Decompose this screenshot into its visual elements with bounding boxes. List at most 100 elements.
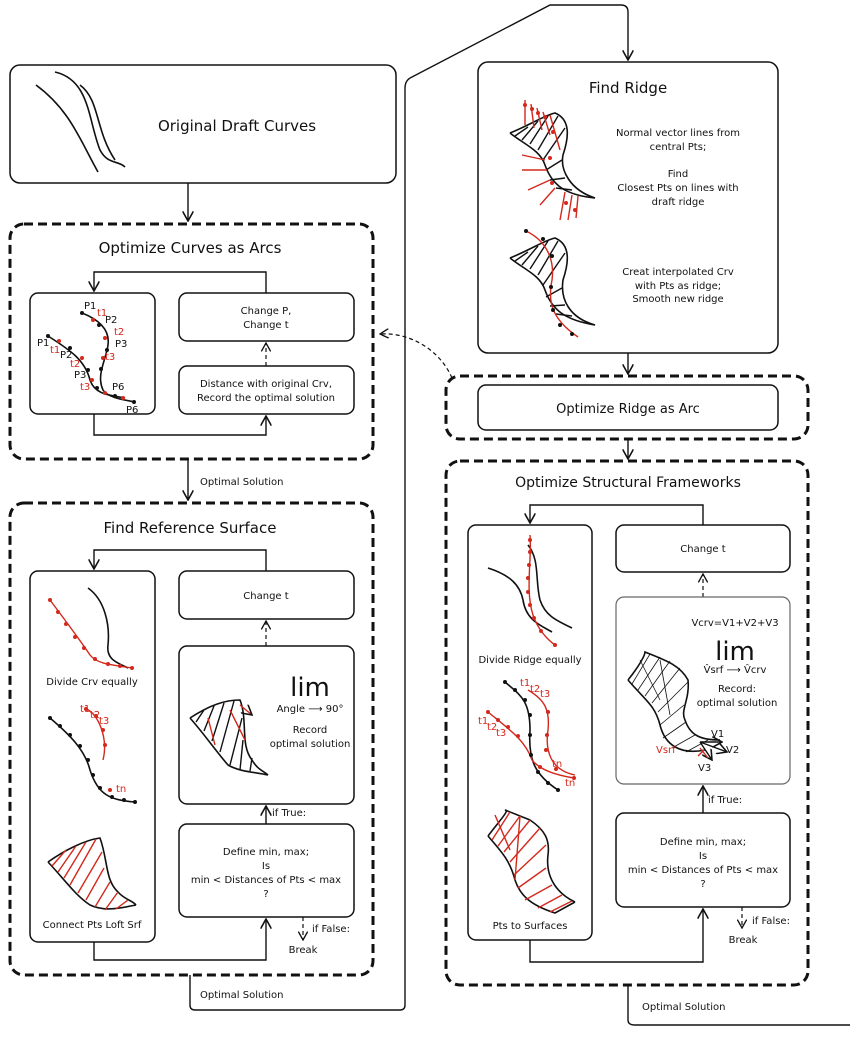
box-text: Change t — [680, 544, 725, 555]
box-text: min < Distances of Pts < max — [628, 865, 778, 876]
loop-arrow — [94, 271, 267, 293]
connector-arrow — [189, 4, 628, 1011]
v3-vector — [699, 741, 712, 760]
draft-curve — [79, 84, 116, 161]
draft-curve — [35, 84, 99, 173]
define-min-max-box — [615, 812, 791, 908]
loop-arrow — [530, 504, 704, 525]
ridge-text: draft ridge — [652, 197, 705, 208]
vcrv-formula: Vcrv=V1+V2+V3 — [691, 618, 778, 629]
reference-title: Find Reference Surface — [104, 519, 277, 537]
if-false-label: if False: — [752, 916, 790, 927]
ridge-text: with Pts as ridge; — [635, 281, 721, 292]
distance-box — [178, 365, 355, 415]
t-label: tn — [552, 759, 562, 770]
box-text: Record the optimal solution — [197, 393, 335, 404]
angle-limit-box — [178, 645, 355, 805]
t-label: t2 — [114, 327, 124, 338]
t-label: tn — [116, 784, 126, 795]
divide-crv-label: Divide Crv equally — [46, 677, 138, 688]
lim-condition: Angle ⟶ 90° — [277, 704, 344, 715]
arcs-title: Optimize Curves as Arcs — [99, 239, 282, 257]
t-label: t2 — [487, 722, 497, 733]
t-label: t1 — [80, 704, 90, 715]
output-line — [627, 985, 850, 1026]
t-label: t3 — [496, 728, 506, 739]
ridge-text: Smooth new ridge — [632, 294, 723, 305]
t-label: t1 — [478, 716, 488, 727]
ridge-title: Find Ridge — [589, 79, 667, 97]
point-label: P6 — [112, 382, 124, 393]
t-label: t1 — [50, 345, 60, 356]
frameworks-title: Optimize Structural Frameworks — [515, 475, 741, 491]
find-reference-surface-section: Find Reference Surface Divide Crv equall… — [8, 501, 375, 977]
box-text: min < Distances of Pts < max — [191, 875, 341, 886]
ridge-text: Find — [668, 169, 689, 180]
loop-arrow — [93, 919, 266, 961]
surface-lines — [491, 811, 573, 913]
vsrf-vector — [697, 747, 709, 759]
loop-arrow — [94, 549, 267, 571]
optimal-solution-label: Optimal Solution — [200, 990, 283, 1001]
vector-label: V3 — [698, 763, 711, 774]
point-label: P6 — [126, 405, 138, 416]
if-true-label: if True: — [272, 808, 306, 819]
v2-vector — [699, 741, 727, 752]
break-label: Break — [289, 945, 318, 956]
loop-arrow — [529, 909, 703, 963]
reference-steps-panel — [29, 570, 156, 943]
box-text: Record: — [718, 684, 756, 695]
structural-frameworks-section: Optimize Structural Frameworks Divide Ri… — [444, 459, 810, 987]
t-label: t3 — [99, 716, 109, 727]
box-text: Define min, max; — [660, 837, 746, 848]
vector-label: V2 — [726, 745, 739, 756]
change-t-box — [615, 524, 791, 573]
break-label: Break — [729, 935, 758, 946]
box-text: Define min, max; — [223, 847, 309, 858]
box-text: Record — [293, 725, 328, 736]
box-text: Is — [699, 851, 707, 862]
loft-lines — [51, 838, 129, 911]
original-draft-curves-box: Original Draft Curves — [9, 64, 397, 184]
vsrf-label: Vsrf — [656, 745, 676, 756]
lim-symbol: lim — [715, 637, 755, 667]
box-text: Change t — [243, 591, 288, 602]
box-text: Change t — [243, 320, 288, 331]
t-label: t1 — [520, 678, 530, 689]
t-label: t2 — [530, 684, 540, 695]
original-title: Original Draft Curves — [158, 117, 316, 135]
dashed-feedback-arrow — [380, 334, 453, 379]
arc-curves-panel — [29, 292, 156, 415]
vector-limit-box — [615, 596, 791, 785]
point-label: P2 — [105, 315, 117, 326]
point-label: P1 — [84, 301, 96, 312]
t-label: t1 — [97, 308, 107, 319]
point-label: P3 — [74, 370, 86, 381]
t-label: tn — [565, 778, 575, 789]
if-false-label: if False: — [312, 924, 350, 935]
loop-arrow — [93, 414, 266, 436]
optimal-solution-label: Optimal Solution — [200, 477, 283, 488]
change-p-t-box — [178, 292, 355, 342]
point-label: P3 — [115, 339, 127, 350]
connect-pts-label: Connect Pts Loft Srf — [43, 920, 142, 931]
t-label: t3 — [80, 382, 90, 393]
box-text: Is — [262, 861, 270, 872]
vector-label: V1 — [711, 729, 724, 740]
ridge-text: Creat interpolated Crv — [622, 267, 734, 278]
define-min-max-box — [178, 823, 355, 918]
box-text: optimal solution — [697, 698, 778, 709]
point-label: P2 — [60, 350, 72, 361]
optimize-curves-section: Optimize Curves as Arcs P1 P2 P3 P6 P1 P… — [8, 222, 375, 461]
find-ridge-box: Find Ridge Normal vector lines from cent… — [477, 61, 779, 354]
draft-curve — [54, 71, 126, 168]
t-label: t3 — [540, 689, 550, 700]
box-text: Change P, — [241, 306, 292, 317]
lim-symbol: lim — [290, 673, 330, 703]
ridge-text: Closest Pts on lines with — [617, 183, 738, 194]
t-label: t2 — [70, 359, 80, 370]
optimize-ridge-section: Optimize Ridge as Arc — [444, 374, 810, 441]
ridge-text: central Pts; — [650, 142, 707, 153]
box-text: Distance with original Crv, — [200, 379, 332, 390]
